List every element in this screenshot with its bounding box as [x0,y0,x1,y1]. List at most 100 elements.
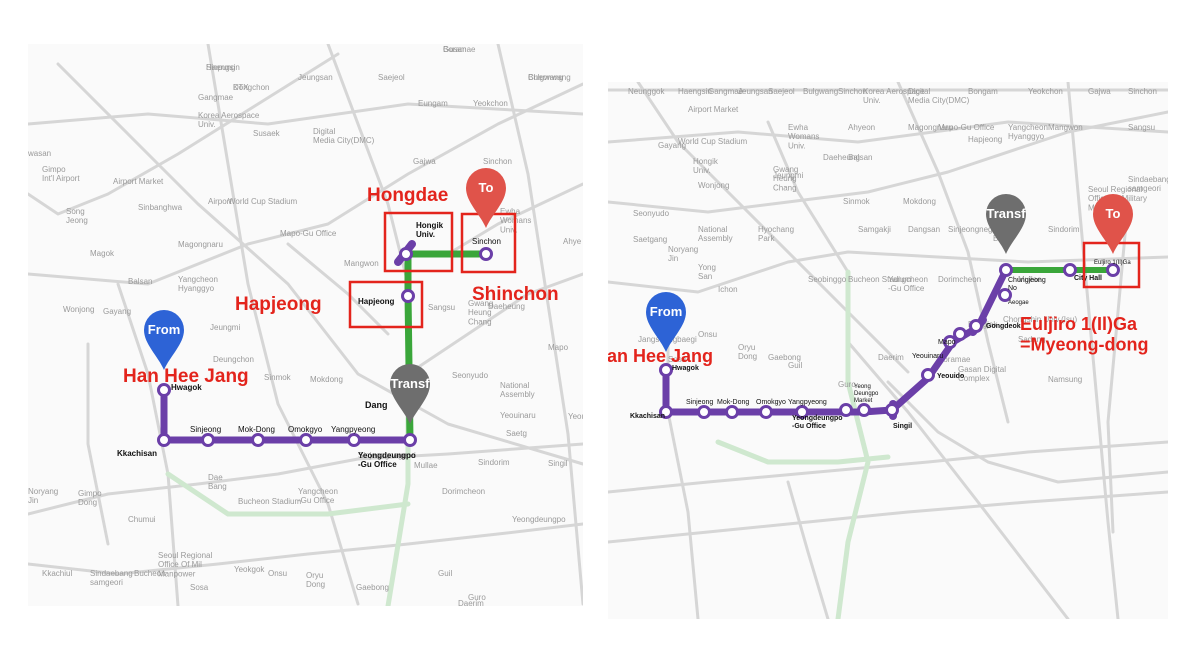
route-station [999,263,1013,277]
station-label-sinchon: Sinchon [472,237,501,246]
background-station-label: Yeongdeungpo [512,515,566,524]
background-line [56,62,583,466]
background-station-label: Magongnaru [908,123,953,132]
background-station-label: Samgakji [858,225,891,234]
background-station-label: Balsan [128,277,152,286]
background-station-label: Guil [438,569,452,578]
annotation-han-hee-jang: Han Hee Jang [123,366,249,387]
background-station-label: Sinmok [264,373,292,382]
background-station-label: Gusan [443,45,467,54]
background-station-label: Sinchon [838,87,867,96]
station-label-hwagok: Hwagok [171,383,202,392]
route-station [697,405,711,419]
background-station-label: Onsu [698,330,717,339]
background-line [896,82,1010,424]
background-station-label: Saejeol [768,87,795,96]
background-station-label: Mangwon [1048,123,1083,132]
station-label-mapo: Mapo [938,339,956,346]
background-station-label: Bucheon Stadium [848,275,911,284]
to-pin-label: To [1106,206,1121,221]
background-station-label: Sinjeongnegeori [948,225,1006,234]
background-station-label: Bulgwang [803,87,838,96]
route-station [251,433,265,447]
route-station [157,433,171,447]
background-station-label: Haengsin [206,63,240,72]
background-station-label: Sosa [190,583,209,592]
background-station-label: Singil [548,459,568,468]
background-line [28,442,583,516]
background-line [1066,82,1120,619]
station-label-yangpyeong: Yangpyeong [331,425,375,434]
background-line [28,52,340,216]
from-pin-label: From [650,304,683,319]
route-station [725,405,739,419]
to-pin [466,168,506,228]
route-station [885,403,899,417]
route-station [1106,263,1120,277]
background-station-label: Wonjong [63,305,94,314]
background-station-label: World Cup Stadium [228,197,298,206]
background-station-label: Jeungmi [773,171,803,180]
background-station-label: Dongchon [233,83,269,92]
background-green-line [165,471,411,517]
background-line [286,242,390,336]
background-station-label: Gayang [658,141,686,150]
background-station-label: Sinchon [1128,87,1157,96]
background-station-label: Mokdong [903,197,936,206]
route-station [1063,263,1077,277]
station-label-gongdeok: Gongdeok [986,323,1021,330]
background-station-label: Boramae [938,355,971,364]
background-station-label: Gajwa [1088,87,1111,96]
background-station-label: Seonyudo [452,371,489,380]
background-station-label: Wonjong [698,181,729,190]
background-station-label: Neunggok [628,87,665,96]
background-line [608,120,1168,144]
background-line [636,82,910,374]
background-green-line [385,281,411,606]
background-line [496,44,583,606]
route-station [659,363,673,377]
background-station-label: Daeheung [488,302,525,311]
from-pin [646,292,686,352]
background-station-label: Gangmae [708,87,744,96]
background-line [406,272,583,376]
to-pin [1093,194,1133,254]
transfer-pin [390,364,430,424]
background-station-label: Ahye [563,237,582,246]
background-station-label: Mangwon [344,259,379,268]
transfer-pin [986,194,1026,254]
background-station-label: Jeungsan [738,87,773,96]
background-station-label: Balsan [848,153,872,162]
station-label-euljiro: Euljiro 1(Il)Ga [1094,260,1131,266]
background-station-label: Yeokchon [1028,87,1063,96]
background-line [28,82,583,286]
from-pin-label: From [148,322,181,337]
route-station [795,405,809,419]
annotation-hongdae: Hongdae [367,185,448,206]
route-station [403,433,417,447]
background-station-label: Eungam [418,99,448,108]
background-line [326,44,410,286]
background-station-label: Sindorim [1048,225,1080,234]
station-label-sinjeong: Sinjeong [190,425,221,434]
background-station-label: Onsu [268,569,287,578]
route-station [157,383,171,397]
background-station-label: Sinchon [483,157,512,166]
to-pin-label: To [479,180,494,195]
station-label-aeogae: Aeogae [1008,300,1029,306]
station-label-omokgyo: Omokgyo [756,399,786,406]
background-line [28,522,583,576]
background-line [608,250,1168,294]
